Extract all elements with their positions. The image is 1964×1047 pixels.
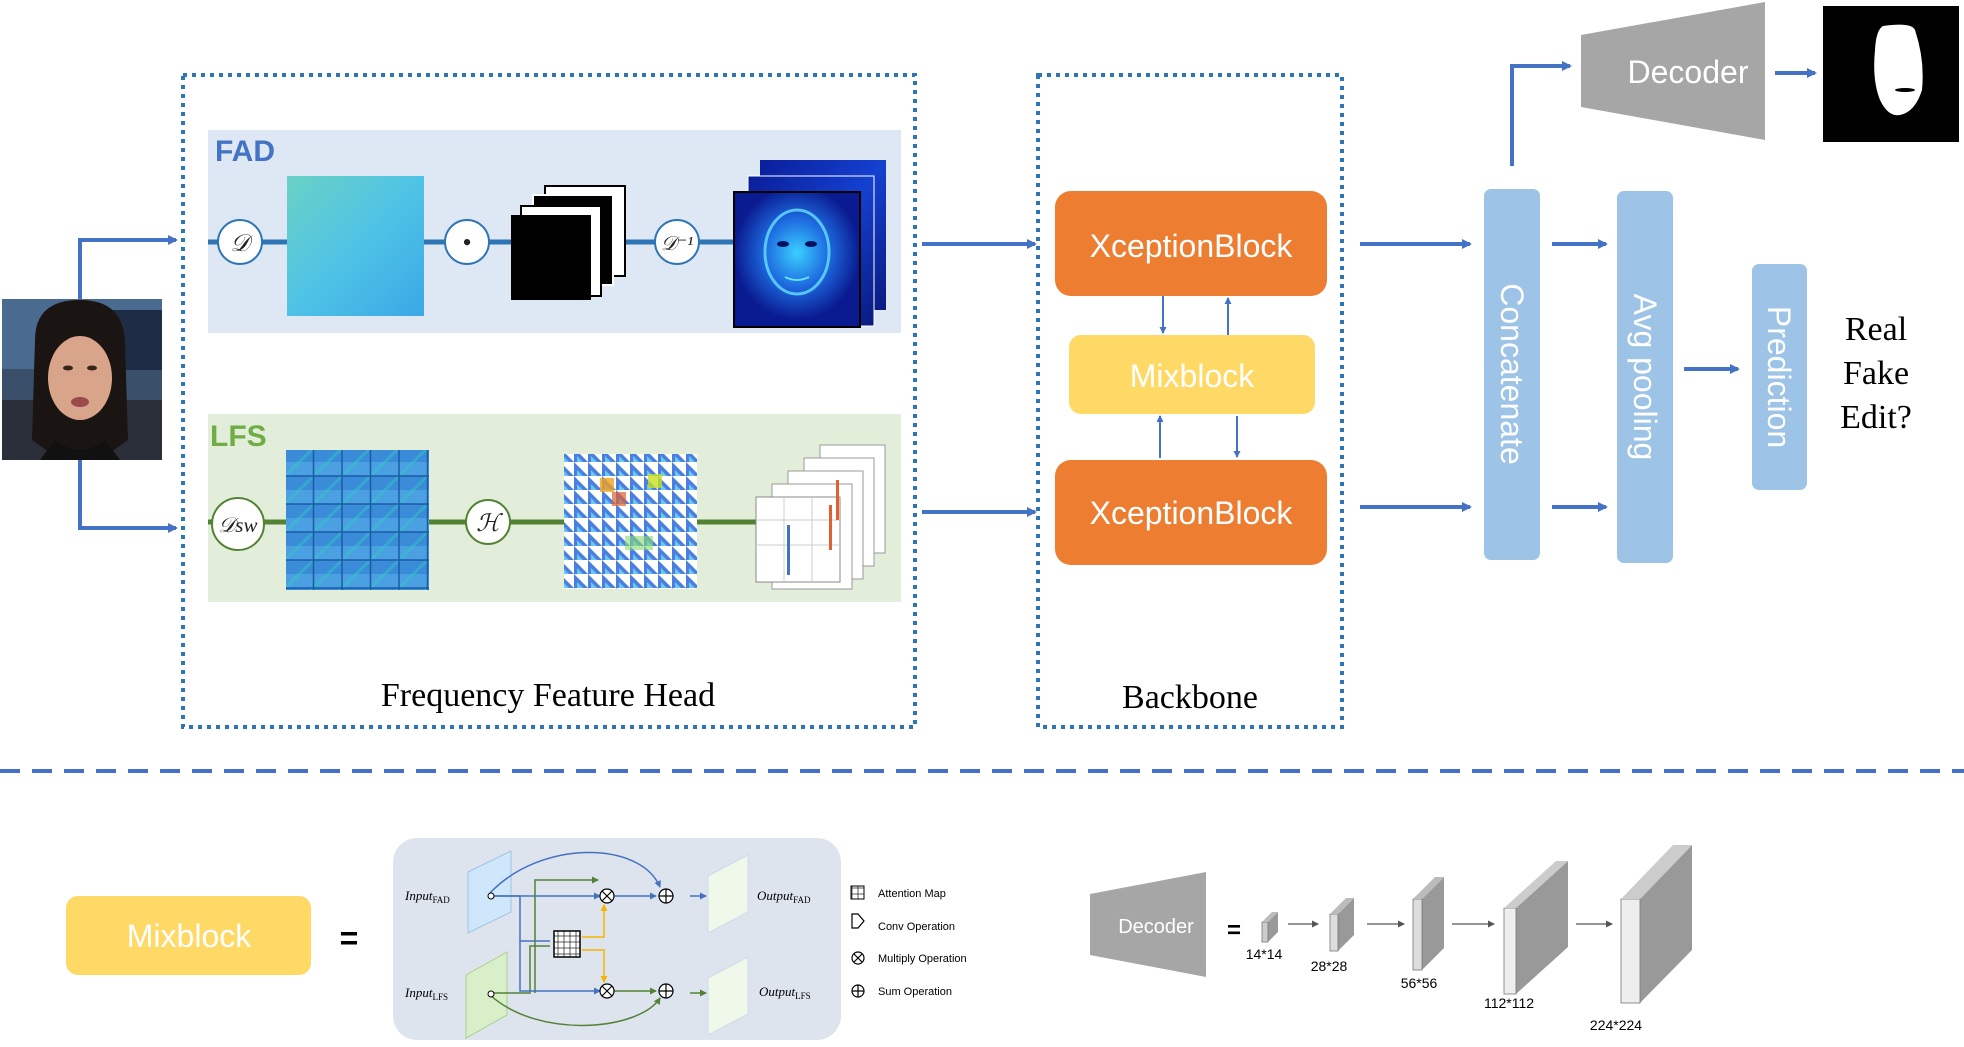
avg-pooling-block — [1617, 191, 1673, 563]
svg-text:InputFAD: InputFAD — [404, 888, 450, 905]
legend-decoder-equals: = — [1227, 917, 1241, 944]
decoder-layer-14 — [1261, 912, 1278, 943]
decoder-layers — [1261, 845, 1692, 1004]
fad-title: FAD — [215, 135, 275, 168]
fad-feature-map — [287, 176, 424, 316]
decoder-layer-56 — [1412, 877, 1444, 971]
fad-dinv-op — [654, 219, 700, 265]
output-lfs-label: Output — [759, 984, 796, 999]
concatenate-block — [1484, 189, 1540, 560]
svg-text:InputLFS: InputLFS — [404, 985, 448, 1002]
fad-filter-stack — [511, 185, 626, 300]
input-fad-plane — [467, 850, 512, 934]
xception-block-bottom — [1055, 460, 1327, 565]
size-56: 56*56 — [1401, 975, 1438, 991]
output-labels: Real Fake Edit? — [1840, 311, 1912, 436]
lfs-h-label: ℋ — [476, 511, 503, 537]
multiply-op-top — [599, 888, 615, 904]
input-fad-label: Input — [404, 888, 433, 903]
decoder-shape — [1581, 2, 1765, 140]
decoder-layer-224 — [1620, 845, 1692, 1004]
avg-pooling-label: Avg pooling — [1627, 294, 1663, 461]
multiply-op-bottom — [599, 983, 615, 999]
key-multiply-icon — [851, 951, 865, 965]
lfs-dsw-label: 𝒟sw — [219, 513, 258, 537]
decoder-label: Decoder — [1628, 54, 1749, 90]
key-multiply-label: Multiply Operation — [878, 953, 967, 965]
attention-map-icon — [553, 930, 581, 958]
lfs-window-map — [286, 450, 429, 590]
input-lfs-label: Input — [404, 985, 433, 1000]
fad-dot-label: • — [462, 228, 471, 257]
key-conv-icon — [851, 913, 865, 929]
fad-dot-op — [444, 219, 490, 265]
output-fad-plane — [707, 854, 749, 934]
output-lfs-sub: LFS — [795, 991, 811, 1001]
backbone-label: Backbone — [1122, 679, 1258, 716]
output-real: Real — [1845, 311, 1907, 348]
svg-text:OutputLFS: OutputLFS — [759, 984, 811, 1001]
lfs-title: LFS — [210, 420, 267, 453]
arrow-input-to-fad — [78, 235, 178, 299]
legend-mixblock-equals: = — [340, 920, 359, 956]
lfs-statistics-map — [564, 454, 697, 589]
key-sum-icon — [851, 984, 865, 998]
lfs-dsw-op — [211, 497, 265, 551]
mask-output — [1823, 6, 1959, 142]
output-fad-label: Output — [757, 888, 794, 903]
mixblock-detail: InputFAD InputLFS OutputFAD OutputLFS — [393, 838, 841, 1040]
fad-d-op — [217, 219, 263, 265]
output-lfs-plane — [707, 956, 749, 1036]
fad-dinv-label: 𝒟⁻¹ — [661, 233, 694, 255]
xception-block-top — [1055, 191, 1327, 296]
lfs-output-maps — [755, 444, 886, 590]
output-edit: Edit? — [1840, 399, 1912, 436]
decoder-layer-112 — [1503, 861, 1568, 995]
concatenate-label: Concatenate — [1494, 283, 1530, 464]
mixblock-backbone-label: Mixblock — [1130, 358, 1255, 394]
input-fad-sub: FAD — [432, 895, 450, 905]
arrow-concat-to-decoder — [1510, 61, 1572, 166]
legend-mixblock — [66, 896, 311, 975]
mixblock-backbone — [1069, 335, 1315, 414]
input-lfs-sub: LFS — [432, 992, 448, 1002]
legend-mixblock-label: Mixblock — [127, 918, 252, 954]
backbone-frame — [1036, 73, 1344, 729]
fad-output-maps — [733, 160, 886, 328]
size-112: 112*112 — [1484, 995, 1534, 1011]
svg-text:OutputFAD: OutputFAD — [757, 888, 811, 905]
frequency-head-label: Frequency Feature Head — [381, 677, 715, 714]
sum-op-bottom — [658, 983, 674, 999]
input-lfs-plane — [465, 951, 508, 1039]
lfs-h-op — [465, 499, 511, 545]
xception-block-top-label: XceptionBlock — [1090, 228, 1294, 264]
legend-decoder-shape — [1090, 872, 1206, 977]
frequency-head-frame — [181, 73, 917, 729]
key-attention-label: Attention Map — [878, 888, 946, 900]
prediction-label: Prediction — [1761, 306, 1797, 448]
output-fad-sub: FAD — [793, 895, 811, 905]
mixblock-key: Attention Map Conv Operation Multiply Op… — [850, 885, 967, 998]
key-attention-icon — [850, 885, 865, 900]
key-sum-label: Sum Operation — [878, 986, 952, 998]
decoder-layer-28 — [1329, 898, 1354, 952]
input-face-image — [2, 299, 162, 460]
sum-op-top — [658, 888, 674, 904]
key-conv-label: Conv Operation — [878, 921, 955, 933]
size-224: 224*224 — [1590, 1017, 1642, 1033]
arrow-input-to-lfs — [78, 460, 178, 533]
size-14: 14*14 — [1246, 946, 1283, 962]
output-fake: Fake — [1843, 355, 1909, 392]
legend-decoder-label: Decoder — [1118, 916, 1194, 938]
size-28: 28*28 — [1311, 958, 1348, 974]
prediction-block — [1752, 264, 1807, 490]
xception-block-bottom-label: XceptionBlock — [1090, 495, 1294, 531]
